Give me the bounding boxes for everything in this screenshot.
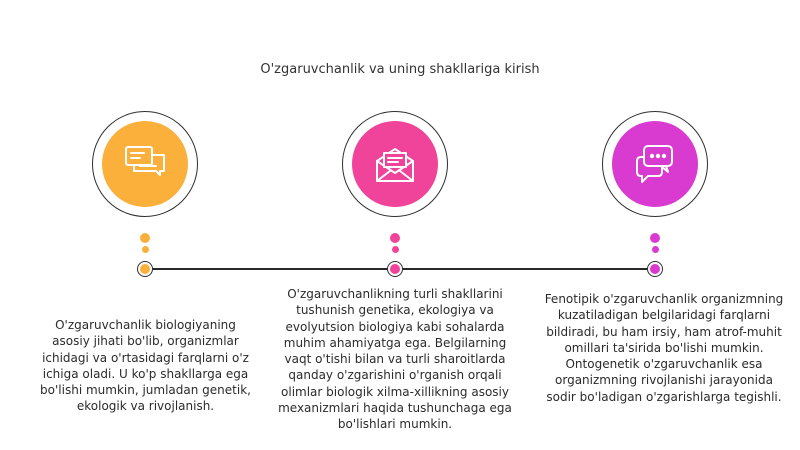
timeline-marker [136,260,153,277]
timeline-marker [386,260,403,277]
item-text-2: O'zgaruvchanlikning turli shakllarini tu… [278,287,512,432]
speech-bubbles-icon [632,141,678,187]
page-title: O'zgaruvchanlik va uning shakllariga kir… [260,62,540,77]
item-text-3: Fenotipik o'zgaruvchanlik organizmning k… [544,292,784,404]
item-text-1: O'zgaruvchanlik biologiyaning asosiy jih… [40,318,251,414]
icon-disc [612,121,698,207]
connector-dot [140,233,150,243]
connector-dot [141,246,149,253]
connector-dot [650,233,660,243]
connector-dot [391,246,399,253]
icon-disc [102,121,188,207]
timeline-marker [646,260,663,277]
connector-dot [651,246,659,253]
envelope-icon [372,141,418,187]
icon-disc [352,121,438,207]
connector-dot [390,233,400,243]
chat-windows-icon [122,141,168,187]
